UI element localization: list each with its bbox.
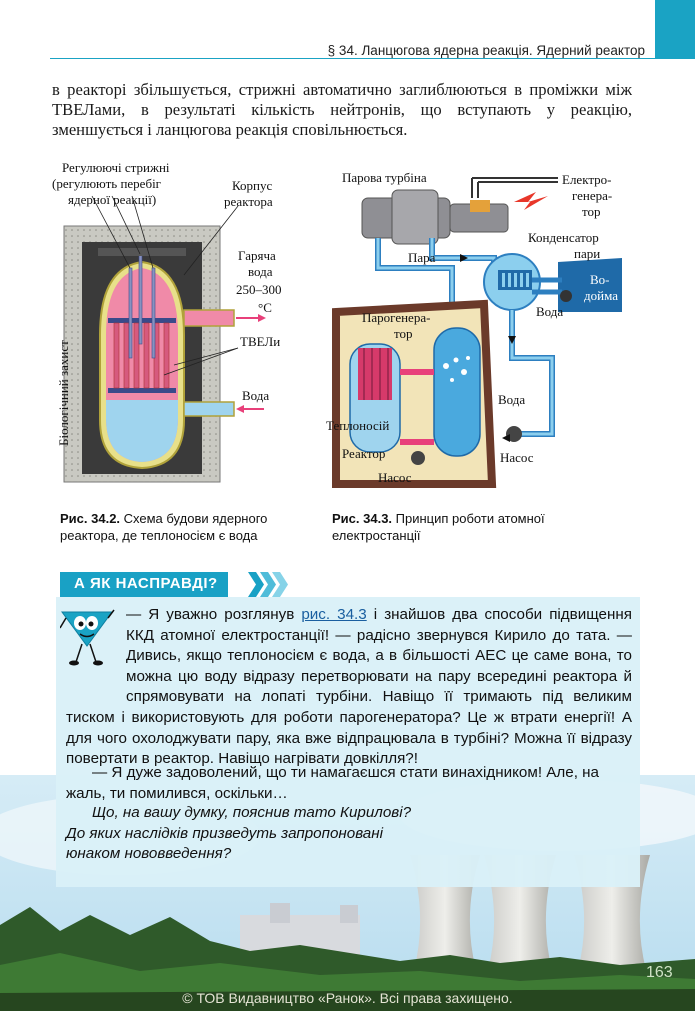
- figure-caption-plant: Рис. 34.3. Принцип роботи атомної електр…: [332, 510, 602, 544]
- reactor-diagram: Регулюючі стрижні (регулюють перебіг яде…: [52, 160, 282, 483]
- dialogue-paragraph-2: — Я дуже задоволений, що ти намагаєшся с…: [66, 763, 632, 804]
- question-2-line-2: юнаком нововведення?: [66, 845, 232, 863]
- chevrons-icon: [248, 572, 288, 597]
- label-generator-1: Електро-: [562, 172, 612, 187]
- question-1: Що, на вашу думку, пояснив тато Кирилові…: [92, 804, 412, 821]
- dialogue-paragraph-1: — Я уважно розглянув рис. 34.3 і знайшов…: [66, 605, 632, 770]
- label-water-return: Вода: [498, 392, 525, 407]
- label-hot-water-4: °С: [258, 300, 272, 315]
- header-color-tab: [655, 0, 695, 58]
- intro-paragraph: в реакторі збільшується, стрижні автомат…: [52, 80, 632, 139]
- dialogue-text-rest: і знайшов два способи підвищення ККД ато…: [66, 606, 632, 768]
- label-control-rods-3: ядерної реакції): [68, 192, 156, 207]
- label-biological-shield: Біологічний захист: [56, 340, 71, 446]
- label-condenser-2: пари: [574, 246, 600, 261]
- figure-caption-reactor: Рис. 34.2. Схема будови ядерного реактор…: [60, 510, 300, 544]
- label-vessel-1: Корпус: [232, 178, 272, 193]
- label-reservoir-2: дойма: [584, 288, 618, 303]
- figure-number-reactor: Рис. 34.2.: [60, 511, 121, 526]
- label-condenser-1: Конденсатор: [528, 230, 599, 245]
- copyright-notice: © ТОВ Видавництво «Ранок». Всі права зах…: [182, 990, 513, 1006]
- label-fuel-rods: ТВЕЛи: [240, 334, 280, 349]
- label-generator-2: генера-: [572, 188, 612, 203]
- figure-reference-link[interactable]: рис. 34.3: [301, 606, 367, 623]
- dialogue-text-start: — Я уважно розглянув: [126, 606, 302, 623]
- label-generator-3: тор: [582, 204, 601, 219]
- figure-text-plant: Принцип роботи атомної електростанції: [332, 511, 545, 543]
- info-box-title: А ЯК НАСПРАВДІ?: [60, 572, 228, 597]
- label-pump-primary: Насос: [378, 470, 412, 485]
- label-control-rods-1: Регулюючі стрижні: [62, 160, 170, 175]
- figure-number-plant: Рис. 34.3.: [332, 511, 393, 526]
- question-block: Що, на вашу думку, пояснив тато Кирилові…: [66, 803, 486, 865]
- label-pump-secondary: Насос: [500, 450, 534, 465]
- label-steam-generator-1: Парогенера-: [362, 310, 430, 325]
- label-steam: Пара: [408, 250, 436, 265]
- question-2-line-1: До яких наслідків призведуть запропонова…: [66, 824, 383, 842]
- header-rule: [50, 58, 695, 59]
- label-coolant: Теплоносій: [326, 418, 389, 433]
- info-box: [56, 597, 640, 887]
- running-header: § 34. Ланцюгова ядерна реакція. Ядерний …: [327, 43, 645, 58]
- label-reactor: Реактор: [342, 446, 385, 461]
- label-hot-water-2: вода: [248, 264, 273, 279]
- label-hot-water-3: 250–300: [236, 282, 282, 297]
- label-reservoir-1: Во-: [590, 272, 610, 287]
- label-water-inlet: Вода: [242, 388, 269, 403]
- label-steam-generator-2: тор: [394, 326, 413, 341]
- label-vessel-2: реактора: [224, 194, 273, 209]
- label-water-condenser: Вода: [536, 304, 563, 319]
- dialogue-father-reply: — Я дуже задоволений, що ти намагаєшся с…: [66, 764, 599, 802]
- mascot-icon: [60, 609, 115, 666]
- label-hot-water-1: Гаряча: [238, 248, 276, 263]
- figure-text-reactor: Схема будови ядерного реактора, де тепло…: [60, 511, 268, 543]
- power-plant-diagram: Парова турбіна Електро- генера- тор Конд…: [326, 170, 622, 488]
- label-steam-turbine: Парова турбіна: [342, 170, 427, 185]
- label-control-rods-2: (регулюють перебіг: [52, 176, 161, 191]
- page-number: 163: [646, 964, 673, 981]
